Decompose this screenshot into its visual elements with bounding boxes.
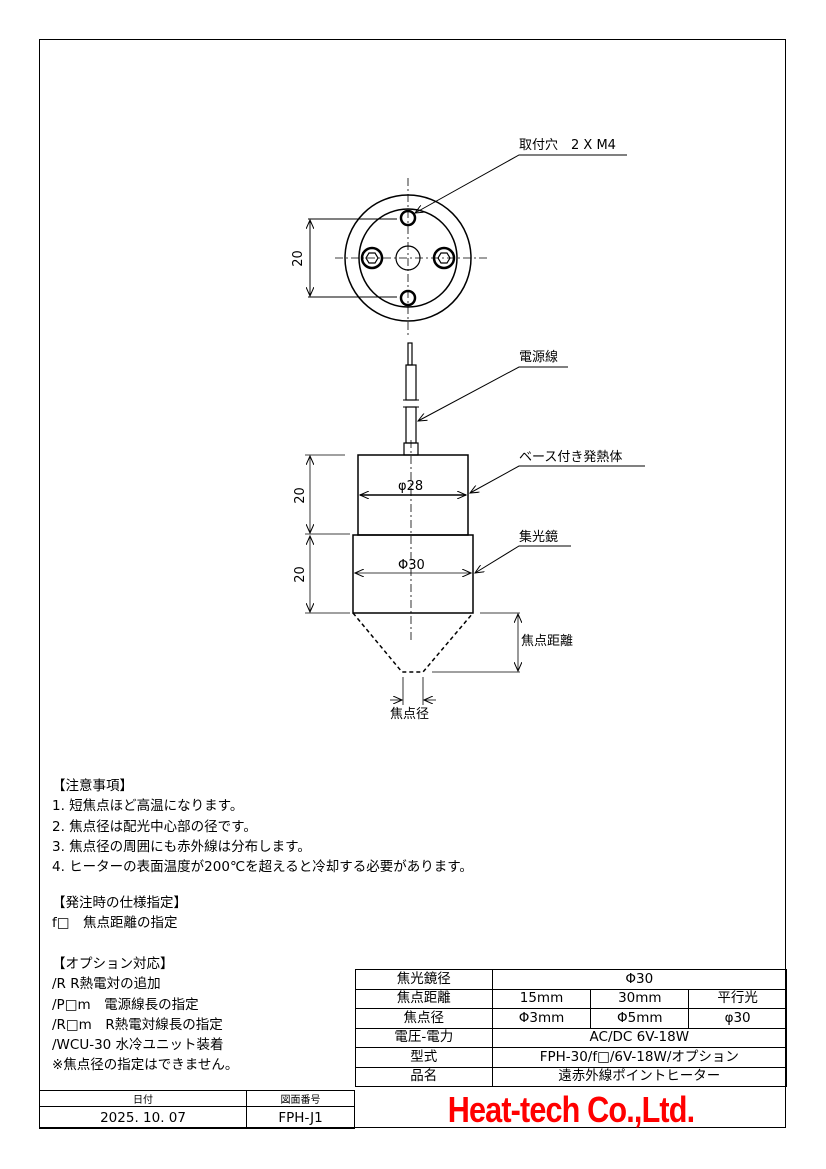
row-value: 30mm: [590, 988, 690, 1009]
row-value: φ30: [688, 1008, 787, 1029]
caution-notes: 【注意事項】 1. 短焦点ほど高温になります。 2. 焦点径は配光中心部の径です…: [52, 776, 473, 877]
base-diameter-dimension: φ28: [398, 479, 424, 494]
option-heading: 【オプション対応】: [52, 956, 174, 972]
side-view: [305, 440, 645, 705]
table-row: 焦点距離 15mm 30mm 平行光: [355, 988, 787, 1009]
caution-item: 1. 短焦点ほど高温になります。: [52, 798, 244, 815]
focal-distance-label: 焦点距離: [521, 634, 574, 649]
drawing-number-value: FPH-J1: [246, 1106, 355, 1129]
row-label: 電圧-電力: [355, 1027, 493, 1048]
row-value: Φ5mm: [590, 1008, 690, 1029]
row-label: 焦点径: [355, 1008, 493, 1029]
reflector-label: 集光鏡: [519, 530, 559, 545]
option-item: /P□m 電源線長の指定: [52, 996, 199, 1013]
row-value: AC/DC 6V-18W: [491, 1027, 788, 1048]
order-heading: 【発注時の仕様指定】: [52, 895, 187, 911]
caution-item: 3. 焦点径の周囲にも赤外線は分布します。: [52, 838, 311, 855]
row-label: 型式: [355, 1047, 493, 1068]
row-label: 焦光鏡径: [355, 969, 493, 990]
reflector-diameter-dimension: Φ30: [398, 558, 425, 573]
option-item: /WCU-30 水冷ユニット装着: [52, 1037, 224, 1054]
row-value: FPH-30/f□/6V-18W/オプション: [491, 1047, 788, 1068]
row-label: 品名: [355, 1066, 493, 1087]
caution-heading: 【注意事項】: [52, 778, 133, 794]
drawing-number-label: 図面番号: [246, 1090, 355, 1107]
caution-item: 2. 焦点径は配光中心部の径です。: [52, 818, 257, 835]
drawing-frame: [39, 39, 786, 1128]
order-spec-notes: 【発注時の仕様指定】 f□ 焦点距離の指定: [52, 893, 187, 934]
row-value: Φ3mm: [491, 1008, 592, 1029]
row-value: Φ30: [491, 969, 788, 990]
option-notes: 【オプション対応】 /R R熱電対の追加 /P□m 電源線長の指定 /R□m R…: [52, 954, 238, 1076]
mounting-hole-label: 取付穴 2 X M4: [519, 138, 616, 153]
base-height-dimension: 20: [292, 487, 308, 504]
option-item: /R R熱電対の追加: [52, 976, 161, 993]
table-row: 焦点径 Φ3mm Φ5mm φ30: [355, 1008, 787, 1029]
spec-table: 焦光鏡径 Φ30 焦点距離 15mm 30mm 平行光 焦点径 Φ3mm Φ5m…: [355, 969, 788, 1087]
order-item: f□ 焦点距離の指定: [52, 915, 178, 932]
table-row: 電圧-電力 AC/DC 6V-18W: [355, 1027, 788, 1048]
table-row: 品名 遠赤外線ポイントヒーター: [355, 1066, 788, 1087]
focal-diameter-label: 焦点径: [390, 707, 430, 722]
reflector-height-dimension: 20: [292, 566, 308, 583]
date-label: 日付: [38, 1090, 248, 1107]
row-label: 焦点距離: [355, 988, 493, 1009]
top-view-dimension: 20: [290, 250, 306, 267]
row-value: 平行光: [688, 988, 787, 1009]
company-logo: Heat-tech Co.,Ltd.: [447, 1089, 695, 1130]
row-value: 遠赤外線ポイントヒーター: [491, 1066, 788, 1087]
base-heater-label: ベース付き発熱体: [519, 450, 623, 465]
mounting-hole: [399, 289, 417, 307]
power-cable-label: 電源線: [519, 350, 559, 365]
mounting-hole: [399, 209, 417, 227]
option-item: ※焦点径の指定はできません。: [52, 1057, 239, 1074]
date-value: 2025. 10. 07: [38, 1106, 248, 1129]
table-row: 型式 FPH-30/f□/6V-18W/オプション: [355, 1047, 788, 1068]
option-item: /R□m R熱電対線長の指定: [52, 1016, 223, 1033]
top-view: [308, 154, 627, 338]
row-value: 15mm: [491, 988, 592, 1009]
caution-item: 4. ヒーターの表面温度が200℃を超えると冷却する必要があります。: [52, 859, 473, 876]
title-block: 日付 図面番号 2025. 10. 07 FPH-J1: [38, 1090, 355, 1129]
table-row: 焦光鏡径 Φ30: [355, 969, 788, 990]
